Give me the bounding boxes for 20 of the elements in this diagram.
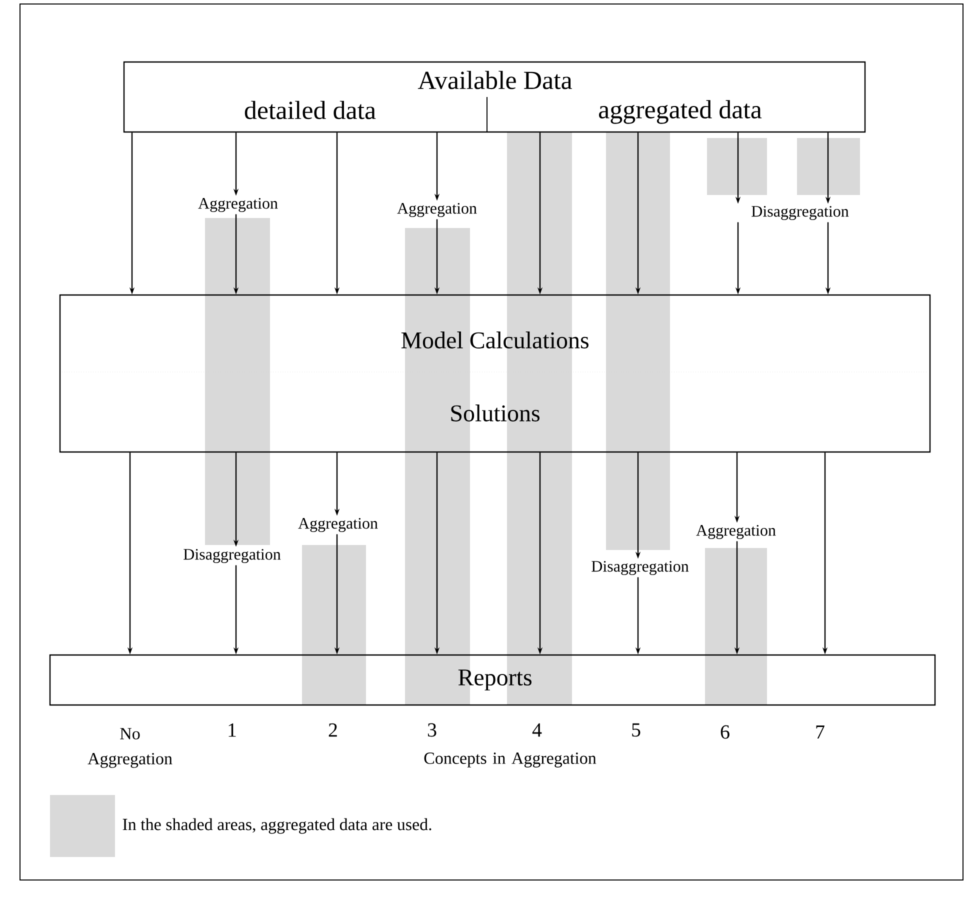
concept-number: 4 — [532, 723, 542, 737]
process-label: Aggregation — [198, 198, 278, 212]
process-label: Disaggregation — [184, 548, 281, 564]
concept-number: 7 — [816, 725, 824, 739]
process-label: Aggregation — [298, 518, 378, 532]
axis-label: Concepts in Aggregation — [424, 752, 596, 768]
concept-number: 6 — [720, 725, 730, 739]
process-label: Disaggregation — [752, 206, 849, 220]
data-box: Available Data detailed data aggregated data — [123, 61, 866, 133]
process-label: Disaggregation — [592, 560, 689, 576]
concept-number: 2 — [328, 723, 337, 737]
axis-label: No Aggregation — [88, 728, 172, 768]
reports-box: Reports — [49, 654, 936, 706]
model-box: Model Calculations Solutions — [59, 294, 931, 453]
concept-number: 1 — [228, 723, 236, 737]
concept-number: 3 — [428, 723, 436, 737]
process-label: Aggregation — [397, 202, 477, 218]
process-label: Aggregation — [696, 524, 776, 540]
concept-number: 5 — [632, 723, 640, 737]
legend-text: In the shaded areas, aggregated data are used. — [122, 818, 432, 834]
